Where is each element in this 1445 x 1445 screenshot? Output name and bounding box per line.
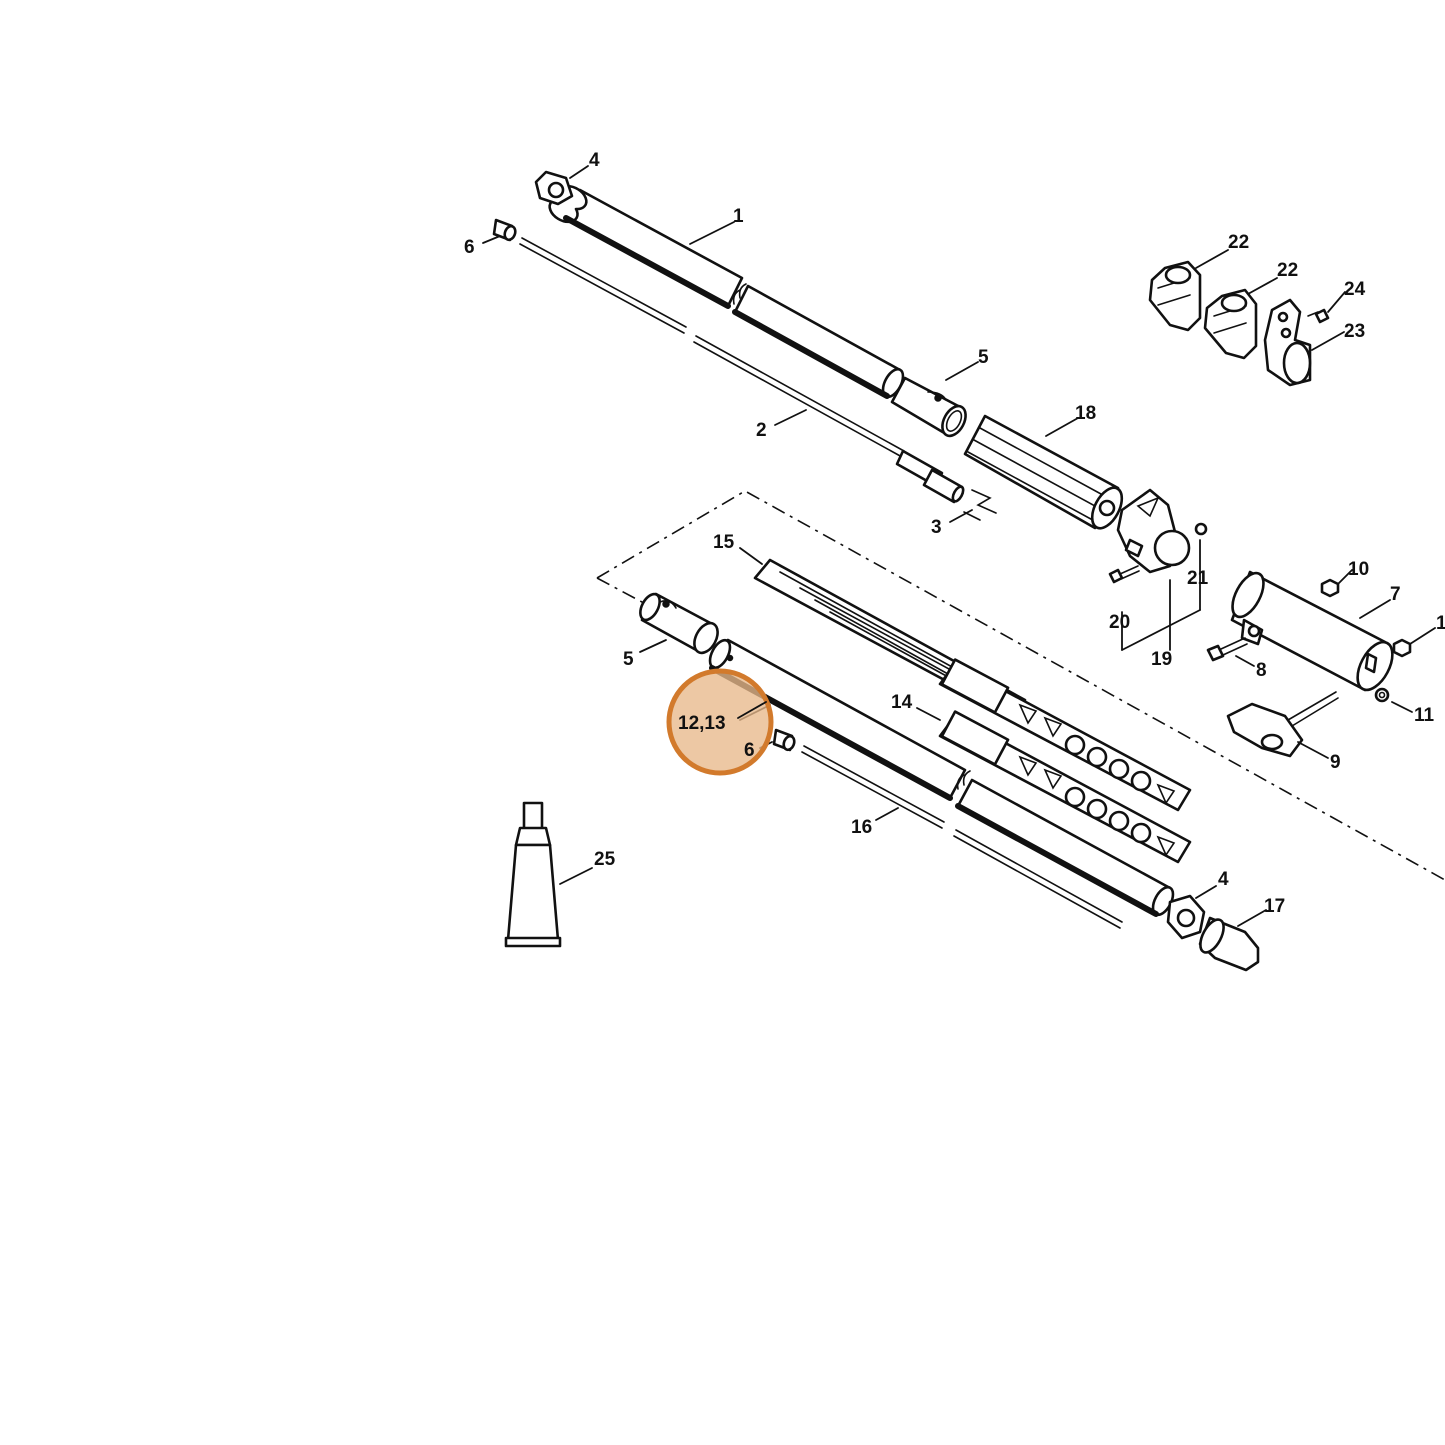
part-12-13-drive-tube-lower	[708, 638, 1175, 917]
part-4-bearing-sleeve-lower	[1166, 894, 1206, 940]
part-6-bushing-lower	[772, 728, 796, 752]
part-25-grease-tube	[504, 801, 562, 948]
callout-15: 15	[713, 532, 735, 553]
part-20-screw	[1108, 565, 1140, 584]
highlight-circle	[666, 668, 774, 776]
callout-3: 3	[931, 517, 942, 538]
part-4-bearing-sleeve-upper	[534, 170, 574, 206]
part-1-drive-tube-upper	[548, 184, 905, 399]
part-18-grip-hose	[963, 414, 1124, 530]
part-3-square-end	[963, 489, 997, 521]
callout-7: 7	[1390, 584, 1401, 605]
part-19-group-bracket	[1121, 539, 1201, 651]
callout-1: 1	[733, 206, 744, 227]
part-22-clamp-a	[1148, 260, 1202, 332]
part-24-screw	[1307, 308, 1330, 324]
part-22-clamp-b	[1203, 288, 1258, 360]
part-19-handle-clamp	[1116, 488, 1191, 574]
callout-1-right: 1	[1436, 613, 1445, 634]
part-6-bushing-upper	[492, 218, 517, 242]
callout-22-b: 22	[1277, 260, 1298, 281]
leader-lines	[482, 165, 1436, 927]
callout-14: 14	[891, 692, 913, 713]
callout-8: 8	[1256, 660, 1267, 681]
part-5-clamp-sleeve-upper	[890, 376, 967, 438]
callout-6-upper: 6	[464, 237, 475, 258]
callout-5-lower: 5	[623, 649, 634, 670]
callout-25: 25	[594, 849, 616, 870]
callout-4-lower: 4	[1218, 869, 1229, 890]
part-7-support	[1230, 570, 1394, 692]
highlight-marker	[666, 668, 774, 776]
callout-9: 9	[1330, 752, 1341, 773]
part-16-drive-shaft	[801, 745, 1123, 929]
part-21-nut	[1194, 522, 1208, 536]
part-8-screw	[1206, 637, 1248, 662]
part-17-cap	[1198, 916, 1260, 972]
callout-12-13: 12,13	[678, 713, 726, 734]
callout-17: 17	[1264, 896, 1285, 917]
part-11-washer	[1374, 687, 1390, 703]
callout-11: 11	[1414, 705, 1435, 726]
callout-labels: 1 2 3 4 4 5 5 6 6 7 8 9 10 11 1 12,13 14…	[464, 150, 1445, 917]
part-14-warning-label-a	[938, 658, 1192, 812]
callout-18: 18	[1075, 403, 1096, 424]
part-1-nut-right	[1392, 638, 1412, 658]
callout-22-a: 22	[1228, 232, 1249, 253]
part-23-clamp	[1263, 298, 1312, 387]
part-10-nut	[1320, 578, 1340, 598]
callout-19: 19	[1151, 649, 1172, 670]
part-9-wing-screw	[1226, 691, 1339, 758]
callout-6-lower: 6	[744, 740, 755, 761]
callout-21: 21	[1187, 568, 1209, 589]
callout-4-upper: 4	[589, 150, 600, 171]
part-5-clamp-sleeve-lower	[639, 592, 719, 655]
callout-2: 2	[756, 420, 767, 441]
callout-5-upper: 5	[978, 347, 989, 368]
callout-16: 16	[851, 817, 872, 838]
callout-24: 24	[1344, 279, 1366, 300]
part-14-warning-label-b	[938, 710, 1192, 864]
callout-10: 10	[1348, 559, 1369, 580]
callout-23: 23	[1344, 321, 1365, 342]
part-2-drive-shaft	[519, 237, 965, 504]
callout-20: 20	[1109, 612, 1130, 633]
